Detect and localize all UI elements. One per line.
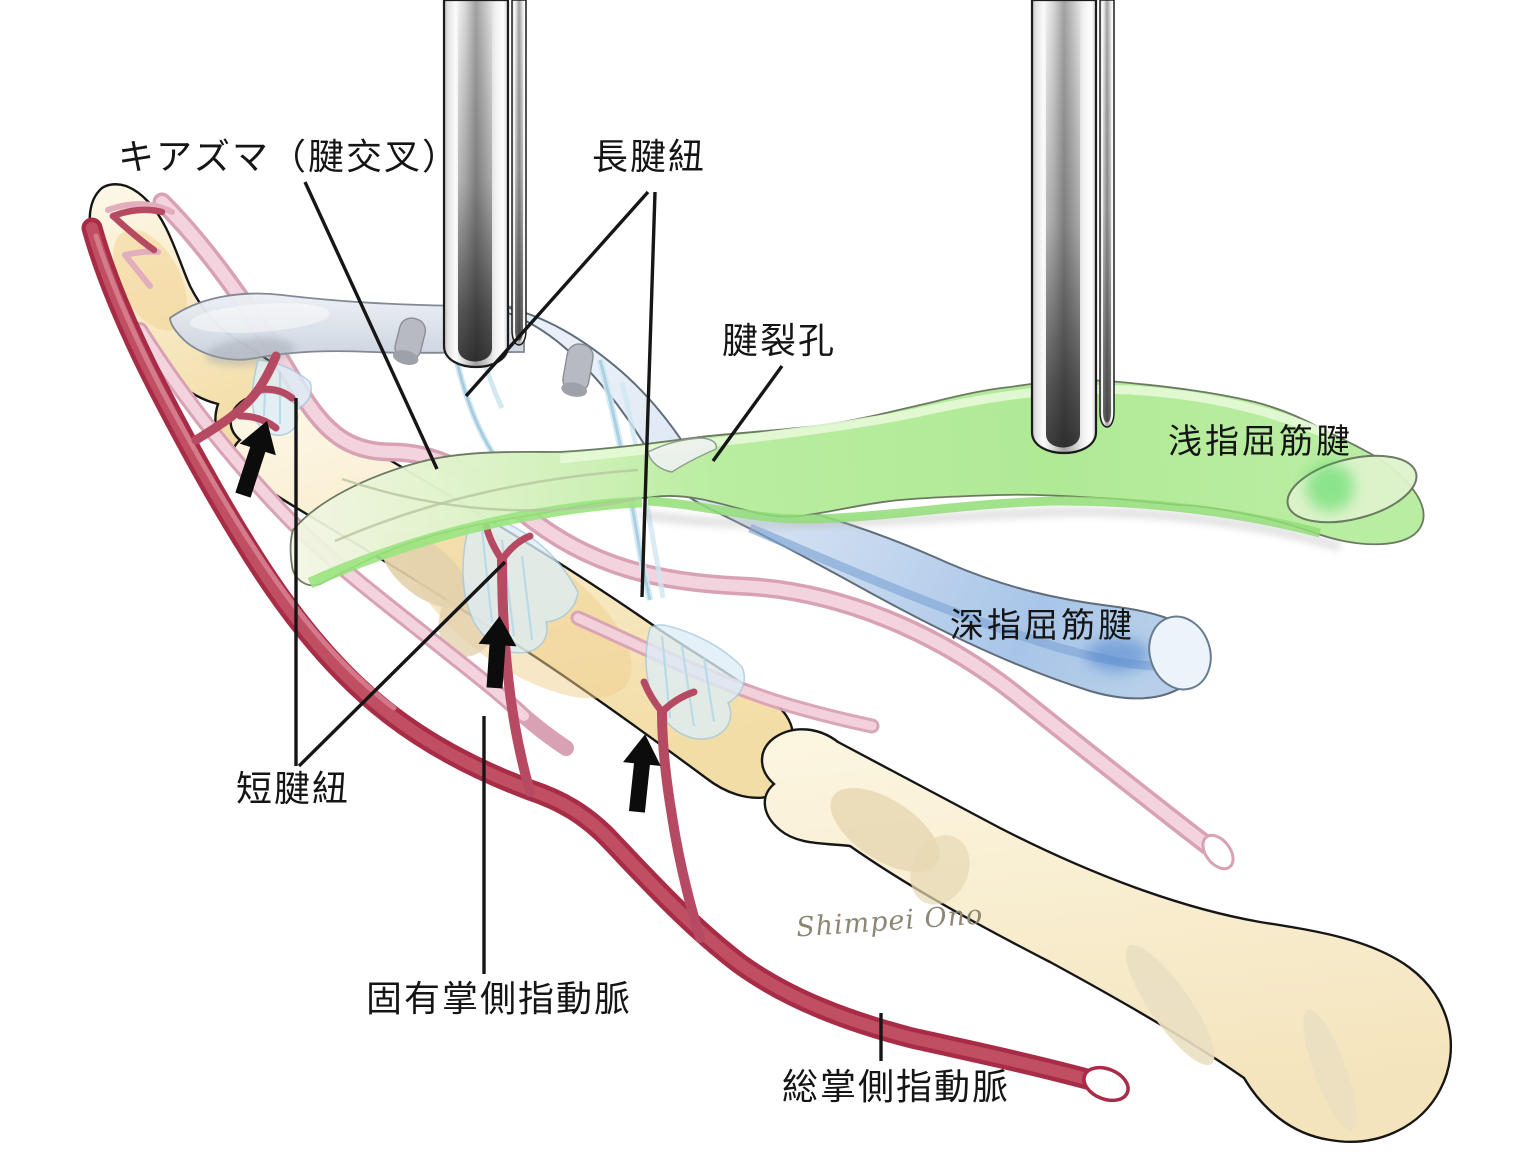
pink-vessel-cut-end: [1201, 833, 1235, 871]
up-arrow-icon: [478, 616, 517, 689]
retractor-rod-left: [442, 0, 527, 368]
artery-branch-proximal: [640, 678, 705, 943]
up-arrow-icon: [623, 734, 661, 813]
fds-tendon-shape: [289, 379, 1425, 589]
label-vinculum-longum: 長腱紐: [592, 137, 707, 178]
artery-branch-distal: [109, 206, 296, 445]
leader-vinculum-breve-right: [297, 560, 507, 768]
leader-chiasma: [303, 181, 439, 470]
fds-chiasma-slip-line-2: [341, 477, 641, 512]
fds-deep-green-spot: [1306, 463, 1354, 511]
up-arrows: [235, 420, 661, 813]
label-common-palmar-digital-artery: 総掌側指動脈: [782, 1067, 1011, 1108]
fdp-cut-end: [1148, 615, 1212, 691]
proximal-phalanx-bone: [760, 728, 1453, 1143]
retractor-rod-right: [1030, 0, 1115, 454]
label-fds-tendon: 浅指屈筋腱: [1168, 422, 1353, 462]
fdp-tendon-shape: [169, 292, 1212, 700]
label-proper-palmar-digital-artery: 固有掌側指動脈: [366, 979, 633, 1020]
leader-tendon-hiatus: [711, 365, 784, 462]
fds-chiasma-slip-line-1: [334, 468, 639, 543]
digital-arteries: [81, 206, 1130, 1103]
leader-lines: [294, 181, 883, 1061]
label-chiasma: キアズマ（腱交叉）: [118, 137, 461, 178]
vincula: [443, 307, 746, 740]
leader-vinculum-longum-right: [640, 191, 657, 598]
label-fdp-tendon: 深指屈筋腱: [950, 606, 1135, 646]
fdp-deep-blue-spot: [1086, 638, 1150, 672]
tendon-hiatus-opening: [647, 437, 718, 473]
artery-cut-end: [1082, 1065, 1130, 1103]
label-tendon-hiatus: 腱裂孔: [722, 321, 837, 362]
up-arrow-icon: [235, 420, 276, 498]
leader-vinculum-longum-left: [464, 190, 650, 398]
label-vinculum-breve: 短腱紐: [236, 769, 351, 810]
